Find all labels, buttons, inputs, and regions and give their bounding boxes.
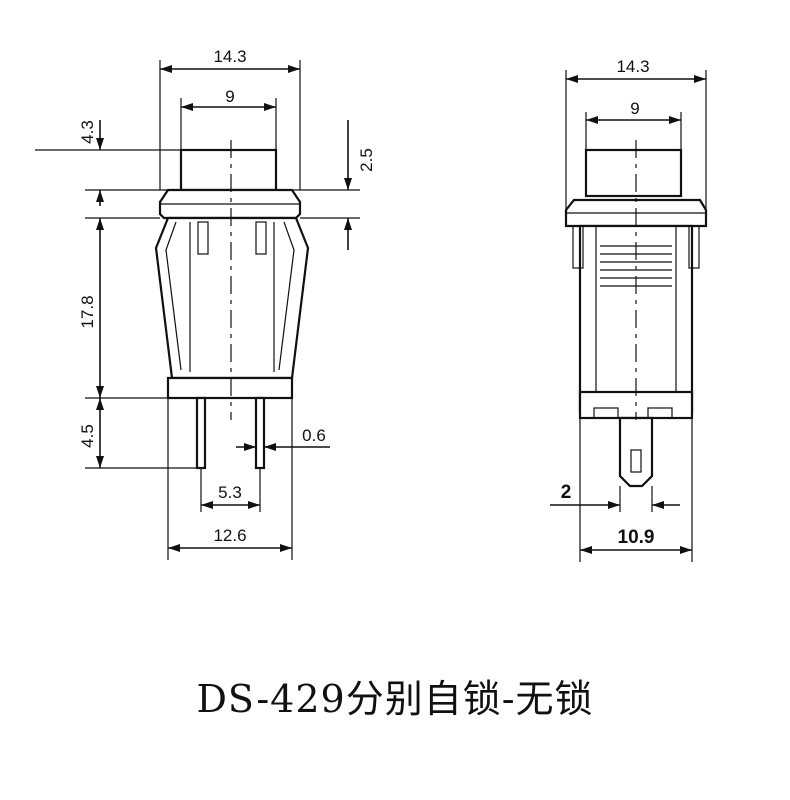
front-dim-top-width: 14.3 <box>213 47 246 66</box>
side-dim-button-width: 9 <box>630 99 639 118</box>
front-dim-base-width: 12.6 <box>213 526 246 545</box>
side-dim-top-width: 14.3 <box>616 57 649 76</box>
front-pin-right <box>254 396 266 470</box>
front-view: 14.3 9 4.3 2.5 17.8 <box>35 47 376 560</box>
front-dim-pin-length: 4.5 <box>78 424 97 448</box>
front-dim-button-height: 4.3 <box>78 120 97 144</box>
side-view: 14.3 9 2 10.9 <box>550 57 708 562</box>
side-dim-pin-width: 2 <box>561 482 572 503</box>
front-base <box>166 376 294 400</box>
front-dim-button-width: 9 <box>225 87 234 106</box>
side-pin <box>618 416 654 488</box>
front-dim-body-height: 17.8 <box>78 295 97 328</box>
front-dim-pin-width: 0.6 <box>302 426 326 445</box>
front-pin-left <box>195 396 207 470</box>
front-dim-pin-spacing: 5.3 <box>218 483 242 502</box>
front-button <box>179 148 278 192</box>
drawing-caption: DS-429分别自锁-无锁 <box>196 677 594 721</box>
side-button <box>584 148 683 198</box>
side-dim-base-width: 10.9 <box>618 527 655 548</box>
front-dim-cap-height: 2.5 <box>357 148 376 172</box>
